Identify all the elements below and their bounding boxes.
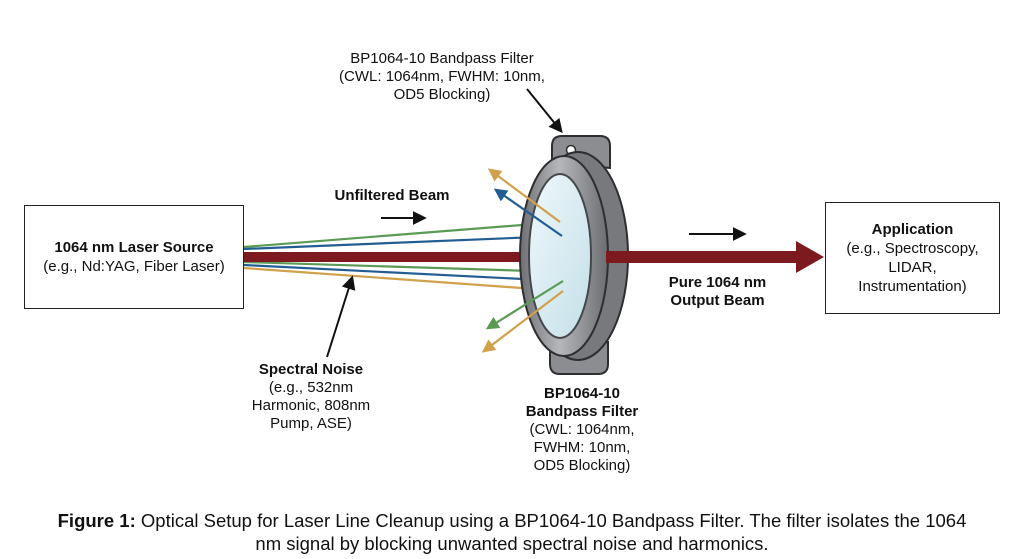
application-examples-2: LIDAR, <box>888 259 937 276</box>
reflected-ray-orange-top <box>487 168 561 223</box>
output-beam-label: Pure 1064 nm Output Beam <box>640 274 795 310</box>
output-beam <box>606 241 824 273</box>
bottom-filter-label-line2: Bandpass Filter <box>525 403 639 420</box>
reflected-ray-orange-bottom <box>481 290 564 353</box>
caption-line1: Figure 1: Optical Setup for Laser Line C… <box>0 509 1024 532</box>
top-filter-label-line3: OD5 Blocking) <box>393 86 491 103</box>
application-box: Application (e.g., Spectroscopy, LIDAR, … <box>825 202 1000 314</box>
top-filter-label-line1: BP1064-10 Bandpass Filter <box>350 50 534 67</box>
bottom-filter-label-line5: OD5 Blocking) <box>533 457 631 474</box>
spectral-noise-line3: Harmonic, 808nm <box>251 397 371 414</box>
caption-text-line1: Optical Setup for Laser Line Cleanup usi… <box>140 510 967 531</box>
bottom-filter-label-line1: BP1064-10 <box>544 385 620 402</box>
output-beam-label-line1: Pure 1064 nm <box>668 274 767 291</box>
figure-caption: Figure 1: Optical Setup for Laser Line C… <box>0 509 1024 555</box>
output-beam-arrowhead <box>796 241 824 273</box>
application-examples-1: (e.g., Spectroscopy, <box>846 240 979 257</box>
spectral-noise-line4: Pump, ASE) <box>270 415 352 432</box>
reflected-ray-green-bottom <box>485 280 564 330</box>
bottom-filter-label: BP1064-10 Bandpass Filter (CWL: 1064nm, … <box>502 385 662 475</box>
noise-ray-green-2 <box>243 260 565 274</box>
filter-glass <box>528 173 592 339</box>
bandpass-filter-mount <box>519 135 629 375</box>
application-examples-3: Instrumentation) <box>858 278 967 295</box>
output-beam-shaft <box>606 251 800 263</box>
spectral-noise-line2: (e.g., 532nm <box>268 379 354 396</box>
laser-source-examples: (e.g., Nd:YAG, Fiber Laser) <box>43 258 225 275</box>
noise-ray-orange-1 <box>243 266 564 293</box>
noise-ray-green-1 <box>243 220 561 249</box>
noise-label-pointer <box>326 275 356 358</box>
main-beam-input <box>244 252 572 262</box>
top-filter-label-line2: (CWL: 1064nm, FWHM: 10nm, <box>339 68 545 85</box>
caption-label: Figure 1: <box>57 510 136 531</box>
noise-ray-blue-1 <box>243 234 563 251</box>
spectral-noise-label: Spectral Noise (e.g., 532nm Harmonic, 80… <box>236 361 386 433</box>
filter-label-pointer <box>526 88 563 134</box>
bottom-filter-label-line3: (CWL: 1064nm, <box>529 421 635 438</box>
noise-ray-blue-2 <box>243 263 564 283</box>
spectral-noise-rays <box>243 220 565 293</box>
laser-source-title: 1064 nm Laser Source <box>54 239 214 256</box>
bottom-filter-label-line4: FWHM: 10nm, <box>533 439 631 456</box>
top-filter-label: BP1064-10 Bandpass Filter (CWL: 1064nm, … <box>322 50 562 104</box>
unfiltered-beam-label: Unfiltered Beam <box>334 187 450 204</box>
application-title: Application <box>871 221 954 238</box>
reflected-ray-blue-top <box>493 188 563 237</box>
spectral-noise-title: Spectral Noise <box>258 361 364 378</box>
laser-source-box: 1064 nm Laser Source (e.g., Nd:YAG, Fibe… <box>24 205 244 309</box>
caption-text-line2: nm signal by blocking unwanted spectral … <box>255 533 769 554</box>
output-beam-label-line2: Output Beam <box>670 292 765 309</box>
reflected-noise-arrows <box>481 168 564 353</box>
